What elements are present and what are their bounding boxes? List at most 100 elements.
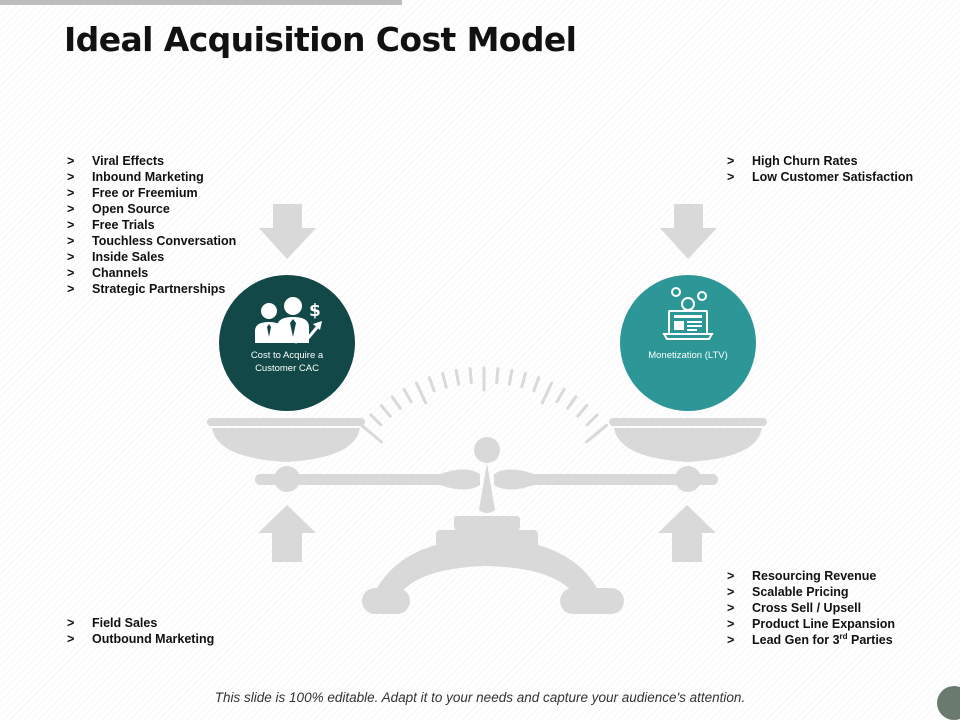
chevron-right-icon: > bbox=[727, 633, 735, 647]
ltv-circle: Monetization (LTV) bbox=[620, 275, 756, 411]
chevron-right-icon: > bbox=[67, 266, 75, 280]
chevron-right-icon: > bbox=[67, 282, 75, 296]
scale-beam bbox=[255, 466, 718, 492]
list-item: > Viral Effects bbox=[67, 153, 236, 169]
list-item-label: Open Source bbox=[92, 202, 170, 216]
list-item-label-end: Parties bbox=[847, 633, 893, 647]
list-item: > Channels bbox=[67, 265, 236, 281]
gauge-tick bbox=[585, 423, 609, 444]
corner-decoration bbox=[937, 686, 960, 720]
list-item: > Inside Sales bbox=[67, 249, 236, 265]
ordinal-suffix: rd bbox=[839, 631, 848, 641]
chevron-right-icon: > bbox=[67, 234, 75, 248]
gauge-tick bbox=[427, 376, 436, 393]
chevron-right-icon: > bbox=[67, 250, 75, 264]
scale-base bbox=[362, 516, 624, 614]
chevron-right-icon: > bbox=[727, 569, 735, 583]
list-item: > Outbound Marketing bbox=[67, 631, 214, 647]
down-arrow-right-icon bbox=[660, 204, 717, 259]
right-pan bbox=[609, 418, 767, 462]
gauge-tick bbox=[359, 423, 383, 444]
gauge-tick bbox=[520, 372, 527, 389]
list-item: >Inbound Marketing bbox=[67, 169, 236, 185]
gauge-ticks bbox=[359, 366, 609, 444]
sales-channels-list: > Field Sales > Outbound Marketing bbox=[67, 615, 214, 647]
chevron-right-icon: > bbox=[727, 617, 735, 631]
gauge-tick bbox=[555, 387, 566, 404]
list-item: > High Churn Rates bbox=[727, 153, 913, 169]
gauge-tick bbox=[566, 395, 578, 410]
gauge-tick bbox=[585, 413, 599, 427]
churn-factors-list: > High Churn Rates > Low Customer Satisfact… bbox=[727, 153, 913, 185]
list-item: >Open Source bbox=[67, 201, 236, 217]
chevron-right-icon: > bbox=[727, 585, 735, 599]
cac-label-line2: Customer CAC bbox=[255, 363, 319, 374]
footer-note: This slide is 100% editable. Adapt it to… bbox=[214, 690, 746, 705]
cac-label-line1: Cost to Acquire a bbox=[250, 350, 324, 361]
gauge-tick bbox=[532, 376, 541, 393]
left-pan bbox=[207, 418, 365, 462]
gauge-tick bbox=[369, 413, 383, 427]
cac-label: Cost to Acquire a Customer CAC bbox=[219, 349, 355, 375]
list-item: >Scalable Pricing bbox=[727, 584, 895, 600]
laptop-money-icon bbox=[662, 287, 714, 340]
list-item-label: Viral Effects bbox=[92, 154, 165, 168]
list-item-label: Strategic Partnerships bbox=[92, 282, 226, 296]
gauge-tick bbox=[441, 372, 448, 389]
list-item: > Touchless Conversation bbox=[67, 233, 236, 249]
gauge-tick bbox=[576, 403, 589, 418]
list-item-label: Resourcing Revenue bbox=[752, 569, 877, 583]
list-item-label: Inside Sales bbox=[92, 250, 165, 264]
svg-text:$: $ bbox=[309, 301, 321, 321]
list-item-label: Touchless Conversation bbox=[92, 234, 237, 248]
list-item: > Free or Freemium bbox=[67, 185, 236, 201]
list-item-label: Lead Gen for 3 bbox=[752, 633, 840, 647]
up-arrow-right-icon bbox=[658, 505, 716, 562]
chevron-right-icon: > bbox=[727, 601, 735, 615]
gauge-tick bbox=[540, 381, 554, 405]
list-item: > Strategic Partnerships bbox=[67, 281, 236, 297]
scale-pivot bbox=[474, 437, 500, 513]
chevron-right-icon: > bbox=[67, 632, 75, 646]
gauge-tick bbox=[507, 368, 514, 386]
chevron-right-icon: > bbox=[67, 186, 75, 200]
list-item-label: Outbound Marketing bbox=[92, 632, 215, 646]
list-item-label: High Churn Rates bbox=[752, 154, 858, 168]
chevron-right-icon: > bbox=[727, 170, 735, 184]
list-item-label: Free or Freemium bbox=[92, 186, 198, 200]
list-item-label: Cross Sell / Upsell bbox=[752, 601, 862, 615]
list-item-label: Field Sales bbox=[92, 616, 158, 630]
up-arrow-left-icon bbox=[258, 505, 316, 562]
gauge-tick bbox=[468, 367, 473, 385]
page-title: Ideal Acquisition Cost Model bbox=[64, 20, 577, 59]
gauge-tick bbox=[495, 367, 500, 385]
gauge-tick bbox=[414, 381, 428, 405]
down-arrow-left-icon bbox=[259, 204, 316, 259]
list-item-label: Channels bbox=[92, 266, 149, 280]
top-accent-bar bbox=[0, 0, 402, 5]
ltv-label: Monetization (LTV) bbox=[648, 350, 728, 361]
list-item: > Product Line Expansion bbox=[727, 616, 895, 632]
list-item-label: Product Line Expansion bbox=[752, 617, 896, 631]
list-item-label: Inbound Marketing bbox=[92, 170, 204, 184]
business-people-dollar-icon: $ bbox=[255, 297, 322, 344]
chevron-right-icon: > bbox=[67, 154, 75, 168]
gauge-tick bbox=[379, 403, 392, 418]
list-item-label: Free Trials bbox=[92, 218, 155, 232]
revenue-drivers-list: >Resourcing Revenue>Scalable Pricing>Cro… bbox=[727, 568, 895, 648]
list-item: > Cross Sell / Upsell bbox=[727, 600, 895, 616]
gauge-tick bbox=[402, 387, 413, 404]
chevron-right-icon: > bbox=[67, 218, 75, 232]
list-item: > Resourcing Revenue bbox=[727, 568, 895, 584]
gauge-tick bbox=[390, 395, 402, 410]
chevron-right-icon: > bbox=[727, 154, 735, 168]
list-item: > Lead Gen for 3rd Parties bbox=[727, 632, 895, 648]
list-item: > Free Trials bbox=[67, 217, 236, 233]
gauge-tick bbox=[454, 368, 461, 386]
list-item: > Field Sales bbox=[67, 615, 214, 631]
acquisition-channels-list: >Viral Effects>Inbound Marketing>Free or… bbox=[67, 153, 236, 297]
cac-circle: $ Cost to Acquire a Customer CAC bbox=[219, 275, 355, 411]
chevron-right-icon: > bbox=[67, 616, 75, 630]
list-item-label: Low Customer Satisfaction bbox=[752, 170, 914, 184]
